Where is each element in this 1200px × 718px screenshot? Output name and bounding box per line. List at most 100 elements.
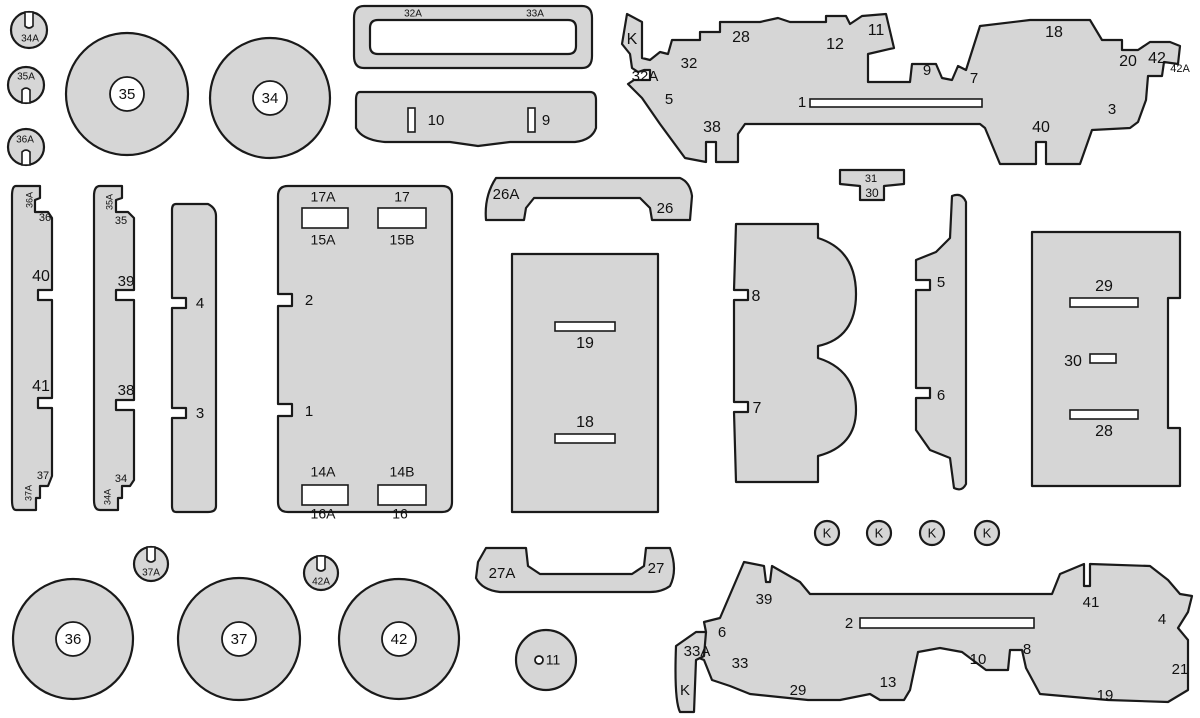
bumper-slot-9 xyxy=(527,107,536,133)
wheel-35-hub-hole xyxy=(109,76,145,112)
wheel-36-label: 36 xyxy=(65,631,82,648)
wheel-35-label: 35 xyxy=(119,86,136,103)
chassis-bottom-label-13: 13 xyxy=(880,674,897,691)
chassis-top-label-42a: 42A xyxy=(1170,63,1190,75)
strut-a: 36A 36 40 41 37 37A xyxy=(10,184,54,512)
chassis-bottom-label-21: 21 xyxy=(1172,661,1189,678)
disc-11-label: 11 xyxy=(546,652,561,668)
strut-c-label-4: 4 xyxy=(196,295,204,312)
strut-b-label-39: 39 xyxy=(118,273,135,290)
fender-label-8: 8 xyxy=(752,288,761,305)
bumper-top-body xyxy=(354,90,598,148)
fender-label-7: 7 xyxy=(753,400,762,417)
chassis-top-slot-1 xyxy=(809,98,983,108)
bumper-top: 10 9 xyxy=(354,90,598,148)
wheel-34-hub-hole xyxy=(252,80,288,116)
hub-36a-slot xyxy=(21,149,31,166)
chassis-top-label-40: 40 xyxy=(1032,119,1050,136)
chassis-top-label-1: 1 xyxy=(798,94,806,111)
disc-11: 11 xyxy=(514,628,578,692)
small-part-31-30: 31 30 xyxy=(838,168,906,202)
k-disc-1: K xyxy=(813,519,841,547)
panel-big-slot-15a xyxy=(301,207,349,229)
chassis-bottom-label-41: 41 xyxy=(1083,594,1100,611)
small-part-body xyxy=(838,168,906,202)
strut-b-label-38: 38 xyxy=(118,382,135,399)
rib-label-6: 6 xyxy=(937,387,945,404)
strut-a-label-36a: 36A xyxy=(24,192,34,208)
frame-label-32a: 32A xyxy=(404,9,422,20)
chassis-bottom-label-4: 4 xyxy=(1158,611,1166,628)
panel-right-label-28: 28 xyxy=(1095,423,1113,440)
panel-slot-19 xyxy=(554,321,616,332)
panel-big-label-15a: 15A xyxy=(311,232,337,248)
hub-37a-slot xyxy=(146,546,156,563)
hub-35a: 35A xyxy=(6,65,46,105)
bridge-top: 26A 26 xyxy=(484,176,694,222)
panel-19-18: 19 18 xyxy=(510,252,660,514)
k-disc-2-label: K xyxy=(875,525,884,540)
k-disc-3-body xyxy=(918,519,946,547)
chassis-top-label-32: 32 xyxy=(681,55,698,72)
panel-big-label-16: 16 xyxy=(392,506,408,522)
fender: 8 7 xyxy=(732,222,858,484)
k-disc-4-label: K xyxy=(983,525,992,540)
chassis-bottom-label-k: K xyxy=(680,682,690,699)
chassis-top-label-42: 42 xyxy=(1148,50,1166,67)
hub-36a: 36A xyxy=(6,127,46,167)
strut-b-label-35a: 35A xyxy=(104,194,114,210)
k-disc-4-body xyxy=(973,519,1001,547)
small-part-label-30: 30 xyxy=(865,186,879,200)
wheel-36-hub-hole xyxy=(55,621,91,657)
bumper-label-10: 10 xyxy=(428,112,445,129)
bridge-top-label-26: 26 xyxy=(657,200,674,217)
chassis-bottom-slot-2 xyxy=(859,617,1035,629)
k-disc-2: K xyxy=(865,519,893,547)
k-disc-3: K xyxy=(918,519,946,547)
chassis-bottom-label-2: 2 xyxy=(845,615,853,632)
fender-body xyxy=(732,222,858,484)
chassis-top-label-32a: 32A xyxy=(632,68,659,85)
bridge-bottom-label-27: 27 xyxy=(648,560,665,577)
wheel-42: 42 xyxy=(337,577,461,701)
wheel-42-hub-hole xyxy=(381,621,417,657)
strut-c: 4 3 xyxy=(170,202,218,514)
strut-b-body xyxy=(92,184,136,512)
hub-34a: 34A xyxy=(9,10,49,50)
wheel-34-label: 34 xyxy=(262,90,279,107)
wheel-35: 35 xyxy=(64,31,190,157)
strut-a-label-37a: 37A xyxy=(23,485,33,501)
panel-label-18: 18 xyxy=(576,414,594,431)
panel-big-label-17: 17 xyxy=(394,189,410,205)
chassis-bottom-label-6: 6 xyxy=(718,624,726,641)
chassis-top-label-12: 12 xyxy=(826,36,844,53)
hub-34a-label: 34A xyxy=(21,34,39,45)
bridge-bottom-label-27a: 27A xyxy=(489,565,516,582)
panel-big-label-2: 2 xyxy=(305,292,313,309)
panel-big-label-14a: 14A xyxy=(311,464,337,480)
chassis-top-label-5: 5 xyxy=(665,91,673,108)
chassis-bottom-label-39: 39 xyxy=(756,591,773,608)
bridge-bottom: 27A 27 xyxy=(474,546,676,594)
panel-right-label-29: 29 xyxy=(1095,278,1113,295)
frame-32a-33a: 32A 33A xyxy=(352,4,594,70)
chassis-top: K 28 12 11 18 32A 32 20 42 42A 5 1 9 7 3… xyxy=(620,12,1190,166)
chassis-top-body xyxy=(620,12,1182,166)
chassis-bottom-k-tab xyxy=(674,630,708,714)
wheel-34: 34 xyxy=(208,36,332,160)
hub-36a-label: 36A xyxy=(16,135,34,146)
chassis-top-label-11: 11 xyxy=(868,22,885,39)
chassis-bottom-body xyxy=(692,560,1194,704)
disc-11-body xyxy=(514,628,578,692)
disc-11-hole xyxy=(534,655,544,665)
strut-a-label-36: 36 xyxy=(39,212,51,224)
chassis-top-label-28: 28 xyxy=(732,29,750,46)
panel-big-label-1: 1 xyxy=(305,403,313,420)
strut-b-label-34a: 34A xyxy=(102,489,112,505)
panel-slot-18 xyxy=(554,433,616,444)
wheel-37-label: 37 xyxy=(231,631,248,648)
strut-a-body xyxy=(10,184,54,512)
chassis-bottom-label-8: 8 xyxy=(1023,641,1031,658)
k-disc-1-label: K xyxy=(823,525,832,540)
